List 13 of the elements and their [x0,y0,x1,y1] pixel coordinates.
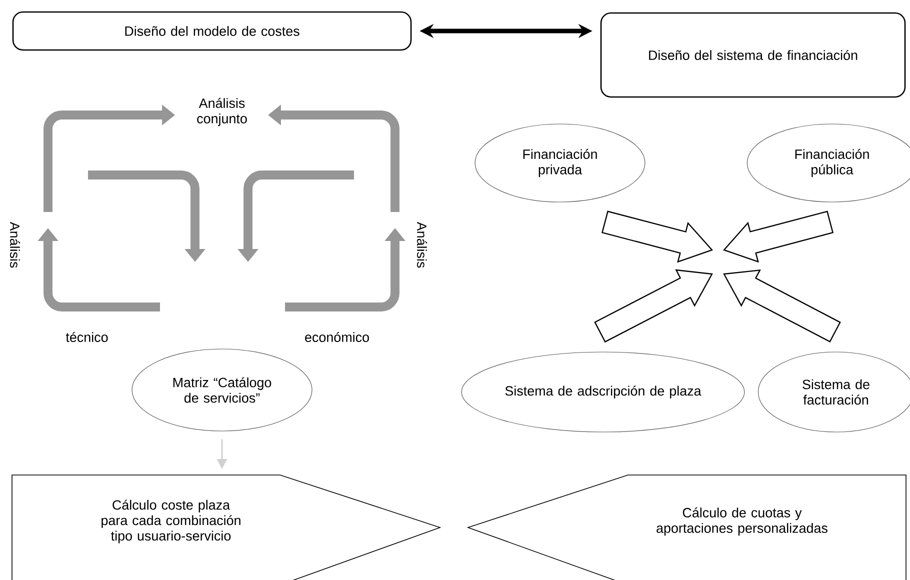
rounded-box: Diseño del modelo de costes [12,11,412,51]
label: técnico [66,332,108,342]
label: Análisis conjunto [197,98,247,126]
vertical-label: Análisis [10,222,20,268]
ellipse-node: Sistema de adscripción de plaza [461,352,745,432]
pentagon-arrow-box: Cálculo de cuotas y aportaciones personalizadas [466,474,906,580]
block-arrow [723,269,841,342]
pentagon-arrow-box: Cálculo coste plaza para cada combinación tipo usuario-servicio [12,474,442,580]
label: económico [305,332,369,342]
ellipse-node: Matriz “Catálogo de servicios” [132,348,312,432]
vertical-label: Análisis [417,222,428,268]
ellipse-node: Financiación privada [474,124,646,202]
rounded-box: Diseño del sistema de financiación [600,12,906,98]
